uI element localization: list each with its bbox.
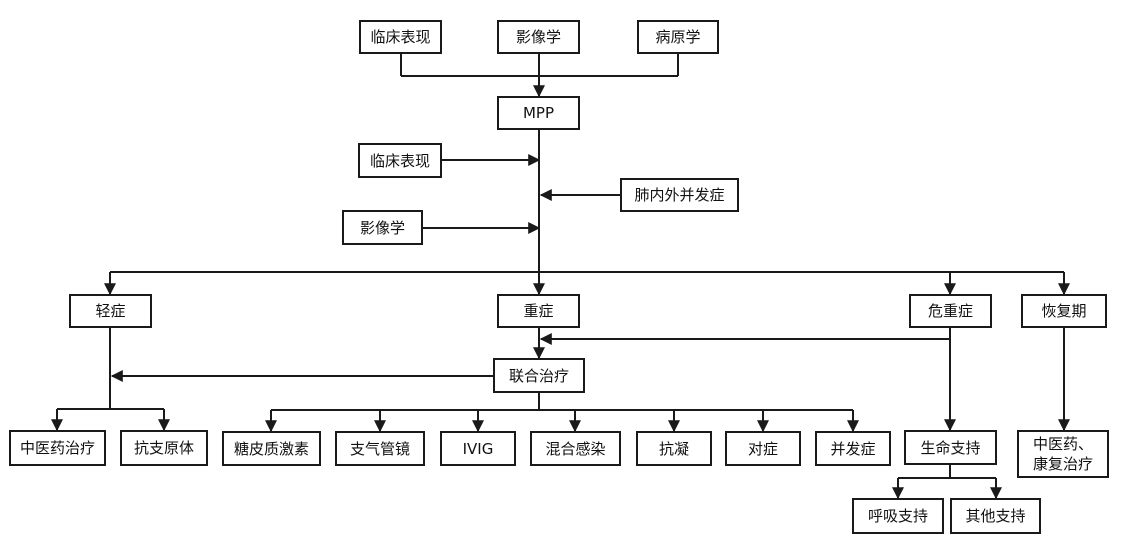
node-life-support: 生命支持 [904,430,997,465]
node-coinfection: 混合感染 [530,431,621,466]
node-clinical-top: 临床表现 [359,20,442,54]
node-symptomatic: 对症 [725,431,801,466]
node-other-support: 其他支持 [950,498,1041,534]
node-combined: 联合治疗 [493,358,585,393]
node-steroids: 糖皮质激素 [222,431,321,466]
node-mild: 轻症 [69,294,152,328]
node-severe: 重症 [497,294,580,328]
node-pathology: 病原学 [637,20,719,54]
link-critical-to-combined [539,328,951,345]
node-complications: 肺内外并发症 [620,178,739,212]
node-antibody: 抗支原体 [120,430,208,466]
node-tcm-rehab: 中医药、 康复治疗 [1017,430,1109,478]
node-anticoag: 抗凝 [636,431,712,466]
node-imaging-side: 影像学 [342,210,423,245]
node-recovery: 恢复期 [1021,294,1107,328]
node-imaging-top: 影像学 [497,20,580,54]
node-complication-tx: 并发症 [815,431,891,466]
node-critical: 危重症 [909,294,992,328]
node-resp-support: 呼吸支持 [852,498,944,534]
node-bronchoscopy: 支气管镜 [335,431,425,466]
node-ivig: IVIG [440,431,516,466]
node-mpp: MPP [497,96,580,130]
node-tcm: 中医药治疗 [9,430,106,466]
node-clinical-side: 临床表现 [358,143,442,178]
